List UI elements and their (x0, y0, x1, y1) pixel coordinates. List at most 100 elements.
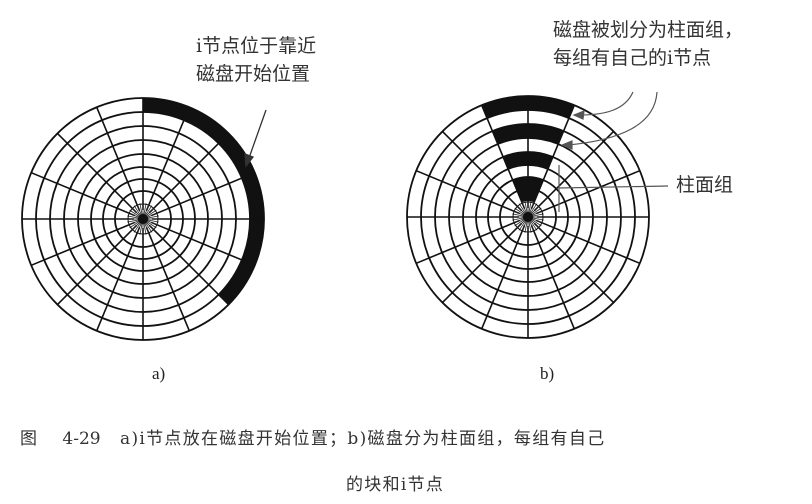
annotation-a: i节点位于靠近 磁盘开始位置 (196, 32, 316, 88)
sector-line (533, 222, 615, 304)
sector-line (536, 219, 641, 265)
inode-region (143, 98, 264, 305)
hub-ring (512, 201, 544, 233)
sector-line (441, 130, 523, 212)
sector-line (533, 130, 615, 212)
hub-line (133, 222, 142, 233)
hub-line (131, 221, 141, 231)
hub-line (127, 215, 140, 219)
hub-line (524, 201, 528, 214)
hub-line (513, 218, 525, 224)
hub-line (530, 205, 540, 215)
sector-line (441, 222, 523, 304)
disk-a (21, 97, 265, 341)
hub-line (139, 203, 143, 216)
cylinder-group-label: 柱面组 (676, 174, 734, 196)
arrow-a (244, 109, 267, 168)
hub-line (514, 207, 525, 216)
hub-line (143, 203, 147, 216)
sector-line (145, 106, 191, 211)
hub-line (531, 213, 544, 217)
caption-line1: 图 4-29 a)i节点放在磁盘开始位置；b)磁盘分为柱面组，每组有自己 (20, 424, 605, 449)
hub-line (529, 220, 535, 232)
sector-line (56, 132, 138, 214)
hub-line (516, 205, 526, 215)
disk-b (406, 95, 650, 339)
hub-line (518, 220, 527, 231)
hub-line (144, 222, 150, 234)
hub-line (146, 220, 158, 226)
hub-line (531, 210, 543, 216)
hub-line (529, 220, 538, 231)
hub-line (144, 222, 153, 233)
hub-line (129, 209, 140, 218)
hub-line (516, 219, 526, 229)
sector-line (148, 132, 230, 214)
hub-line (144, 205, 153, 216)
hub-line (146, 212, 158, 218)
hub-line (514, 218, 525, 227)
hub-line (513, 210, 525, 216)
hub-line (145, 221, 155, 231)
hub-line (512, 213, 525, 217)
hub-line (531, 218, 542, 227)
caption-line2: 的块和i节点 (346, 475, 445, 495)
hub-line (531, 217, 544, 221)
hub-line (518, 203, 527, 214)
arrows-b (558, 91, 669, 212)
spindle (138, 214, 148, 224)
sector-line (95, 227, 141, 332)
annotation-a-line1: i节点位于靠近 (196, 35, 317, 57)
sector-line (151, 171, 256, 217)
hub-line (531, 218, 543, 224)
hub-ring (127, 203, 159, 235)
sector-line (151, 221, 256, 267)
sector-line (148, 224, 230, 306)
hub-line (146, 215, 159, 219)
caption-prefix: 图 (20, 429, 37, 449)
annotation-a-line2: 磁盘开始位置 (196, 63, 311, 85)
hub-line (146, 209, 157, 218)
hub-line (143, 222, 147, 235)
hub-line (133, 205, 142, 216)
hub-line (521, 202, 527, 214)
hub-line (529, 202, 535, 214)
sector-line (530, 104, 576, 209)
hub-line (136, 222, 142, 234)
hub-line (512, 217, 525, 221)
spindle (523, 212, 533, 222)
sector-line (536, 169, 641, 215)
hub-line (530, 219, 540, 229)
caption-text: a)i节点放在磁盘开始位置；b)磁盘分为柱面组，每组有自己 (120, 429, 606, 449)
hub-line (139, 222, 143, 235)
hub-line (528, 220, 532, 233)
hub-line (144, 204, 150, 216)
hub-line (524, 220, 528, 233)
panel-b-label: b) (540, 364, 555, 383)
hub-line (531, 207, 542, 216)
hub-line (528, 201, 532, 214)
sector-line (145, 227, 191, 332)
hub-line (129, 220, 140, 229)
caption-number: 4-29 (62, 429, 101, 449)
sector-line (30, 221, 135, 267)
hub-line (146, 219, 159, 223)
sector-line (415, 219, 520, 265)
sector-line (415, 169, 520, 215)
hub-line (145, 207, 155, 217)
annotation-b-line2: 每组有自己的i节点 (553, 47, 712, 69)
annotation-b-line1: 磁盘被划分为柱面组， (553, 19, 744, 41)
sector-line (56, 224, 138, 306)
panel-a-label: a) (152, 364, 166, 383)
hub-line (128, 212, 140, 218)
hub-line (136, 204, 142, 216)
sector-line (30, 171, 135, 217)
sector-line (95, 106, 141, 211)
sector-line (480, 225, 526, 330)
hub-line (127, 219, 140, 223)
sector-line (530, 225, 576, 330)
hub-line (529, 203, 538, 214)
hub-line (146, 220, 157, 229)
hub-line (128, 220, 140, 226)
